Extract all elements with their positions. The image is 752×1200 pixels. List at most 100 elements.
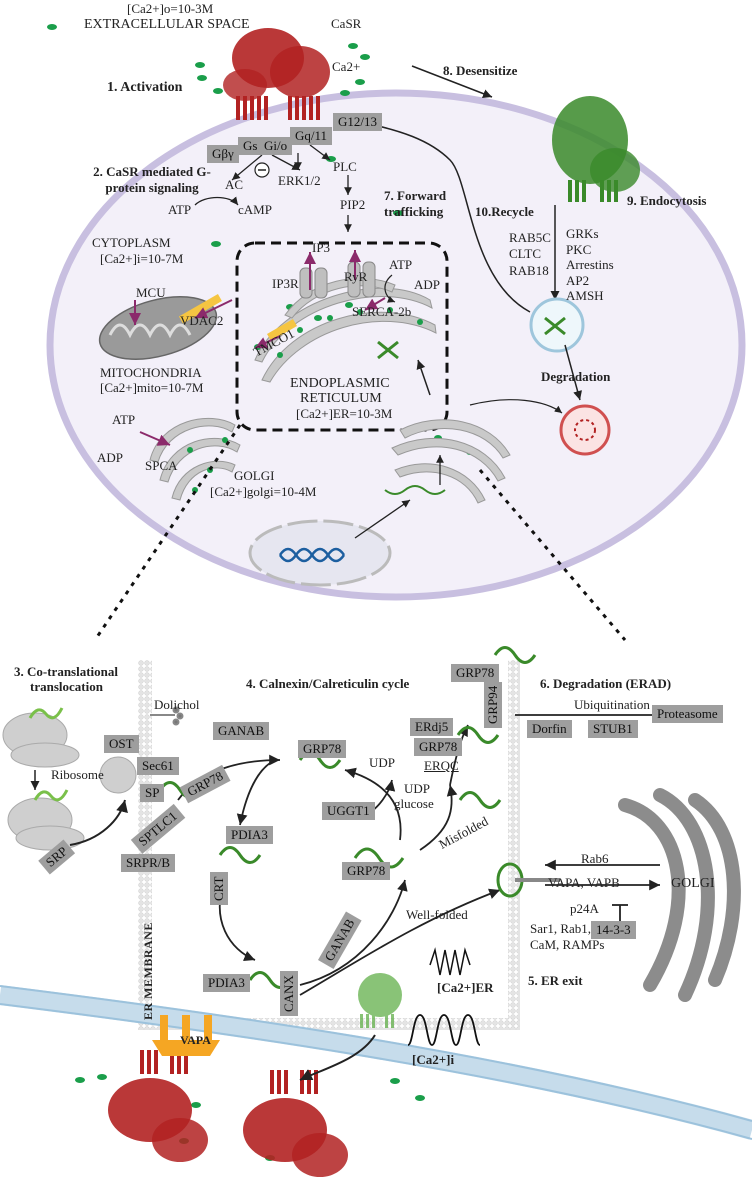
pdia3-box-b: PDIA3	[203, 974, 250, 992]
sar1-label-2: CaM, RAMPs	[530, 937, 605, 952]
ribosome-1	[2, 712, 80, 768]
golgi-label: GOLGI	[234, 468, 275, 483]
well-folded-label: Well-folded	[406, 907, 468, 922]
grp78-box-d: GRP78	[451, 664, 500, 682]
srprb-box: SRPR/B	[121, 854, 176, 872]
endocytosis-label: 9. Endocytosis	[627, 193, 707, 208]
vapa-tether	[152, 1015, 220, 1056]
recycle-list: RAB5C CLTC RAB18	[509, 230, 551, 279]
er-exit-label: 5. ER exit	[528, 973, 583, 988]
vdac2-label: VDAC2	[180, 313, 224, 328]
adp-label-3: ADP	[97, 450, 124, 465]
cycle-label: 4. Calnexin/Calreticulin cycle	[246, 676, 410, 691]
crt-box: CRT	[210, 872, 228, 905]
er-membrane-label: ER MEMBRANE	[141, 922, 155, 1020]
stub1-box: STUB1	[588, 720, 638, 738]
recycle-item: RAB5C	[509, 230, 551, 245]
ubiquitination-label: Ubiquitination	[574, 697, 650, 712]
vapa-bottom-label: VAPA	[180, 1033, 211, 1047]
udp-label: UDP	[369, 755, 396, 770]
uggt1-box: UGGT1	[322, 802, 375, 820]
ac-label: AC	[225, 177, 244, 192]
grp78-box-e: GRP78	[414, 738, 463, 756]
pdia3-box-a: PDIA3	[226, 826, 273, 844]
recycle-label: 10.Recycle	[475, 204, 534, 219]
p24a-label: p24A	[570, 901, 599, 916]
lysosome	[559, 404, 611, 456]
casr-receptor-bottom-left	[108, 1050, 208, 1162]
extracellular-label: EXTRACELLULAR SPACE	[84, 17, 250, 32]
mitochondria-label: MITOCHONDRIA	[100, 365, 202, 380]
forward-trafficking-label: 7. Forward trafficking	[384, 188, 447, 219]
rab6-label: Rab6	[581, 851, 609, 866]
dolichol-icon	[150, 706, 184, 726]
ip3r-label: IP3R	[272, 276, 299, 291]
ribosome-docked	[99, 756, 137, 794]
g-q11-box: Gq/11	[290, 127, 333, 145]
adp-label-2: ADP	[414, 277, 441, 292]
recycle-item: CLTC	[509, 246, 542, 262]
pip2-label: PIP2	[340, 197, 366, 212]
recycle-item: RAB18	[509, 262, 549, 278]
ribosome-2	[7, 797, 85, 851]
casr-label: CaSR	[331, 16, 362, 31]
er-zoom-box	[235, 241, 449, 432]
degradation-label: Degradation	[541, 369, 611, 384]
ca2-label: Ca2+	[332, 59, 361, 74]
ca-er-label: [Ca2+]ER=10-3M	[296, 406, 393, 421]
grp94-box: GRP94	[484, 681, 502, 728]
green-receptor-endocytosis	[552, 96, 640, 202]
golgi-stacks-bottom	[618, 788, 741, 1002]
er-membrane-vertical-right	[508, 660, 520, 1030]
plc-label: PLC	[333, 159, 357, 174]
grp78-box-c: GRP78	[342, 862, 391, 880]
endocytosis-item: Arrestins	[566, 257, 614, 273]
endocytosis-item: AP2	[566, 272, 590, 288]
endocytosis-list: GRKs PKC Arrestins AP2 AMSH	[566, 226, 614, 304]
ca-golgi-label: [Ca2+]golgi=10-4M	[210, 484, 317, 499]
ca-out-label: [Ca2+]o=10-3M	[127, 1, 214, 16]
ca-i-bottom-label: [Ca2+]i	[412, 1052, 455, 1067]
dorfin-box: Dorfin	[527, 720, 572, 738]
ca-i-label: [Ca2+]i=10-7M	[100, 251, 184, 266]
activation-label: 1. Activation	[107, 80, 183, 95]
proteasome-box: Proteasome	[652, 705, 723, 723]
grp78-box-b: GRP78	[298, 740, 347, 758]
atp-label-3: ATP	[112, 412, 136, 427]
cotrans-label-2: translocation	[30, 679, 103, 694]
ca-er-bottom-label: [Ca2+]ER	[437, 980, 494, 995]
erdj5-box: ERdj5	[410, 718, 454, 736]
green-receptor-er	[358, 973, 402, 1028]
plasma-membrane-bottom	[0, 985, 752, 1140]
golgi-bottom-label: GOLGI	[671, 876, 715, 891]
serca-label: SERCA-2b	[352, 304, 412, 319]
erad-label: 6. Degradation (ERAD)	[540, 676, 672, 691]
g-beta-gamma-box: Gβγ	[207, 145, 239, 163]
spca-label: SPCA	[145, 458, 178, 473]
atp-label-2: ATP	[389, 257, 413, 272]
camp-label: cAMP	[238, 202, 272, 217]
b1433-box: 14-3-3	[591, 921, 636, 939]
cytoplasm-label: CYTOPLASM	[92, 235, 171, 250]
casr-receptor-bottom-right	[243, 1070, 348, 1177]
er-label-2: RETICULUM	[300, 391, 382, 406]
desensitize-label: 8. Desensitize	[443, 63, 518, 78]
dolichol-label: Dolichol	[154, 697, 200, 712]
er-label-1: ENDOPLASMIC	[290, 376, 390, 391]
erk-label: ERK1/2	[278, 173, 321, 188]
udp-glucose-label-2: glucose	[394, 796, 434, 811]
ganab-box-1: GANAB	[213, 722, 270, 740]
udp-glucose-label-1: UDP	[404, 781, 431, 796]
atp-label-1: ATP	[168, 202, 192, 217]
sp-box: SP	[140, 784, 165, 802]
mcu-label: MCU	[136, 285, 166, 300]
canx-box: CANX	[280, 971, 298, 1016]
ribosome-label: Ribosome	[51, 767, 104, 782]
g-io-box: Gi/o	[259, 137, 293, 155]
g-s-box: Gs	[238, 137, 263, 155]
endocytosis-item: AMSH	[566, 288, 604, 304]
ryr-label: RyR	[344, 269, 368, 284]
endocytosis-item: PKC	[566, 241, 592, 257]
cotrans-label-1: 3. Co-translational	[14, 664, 118, 679]
